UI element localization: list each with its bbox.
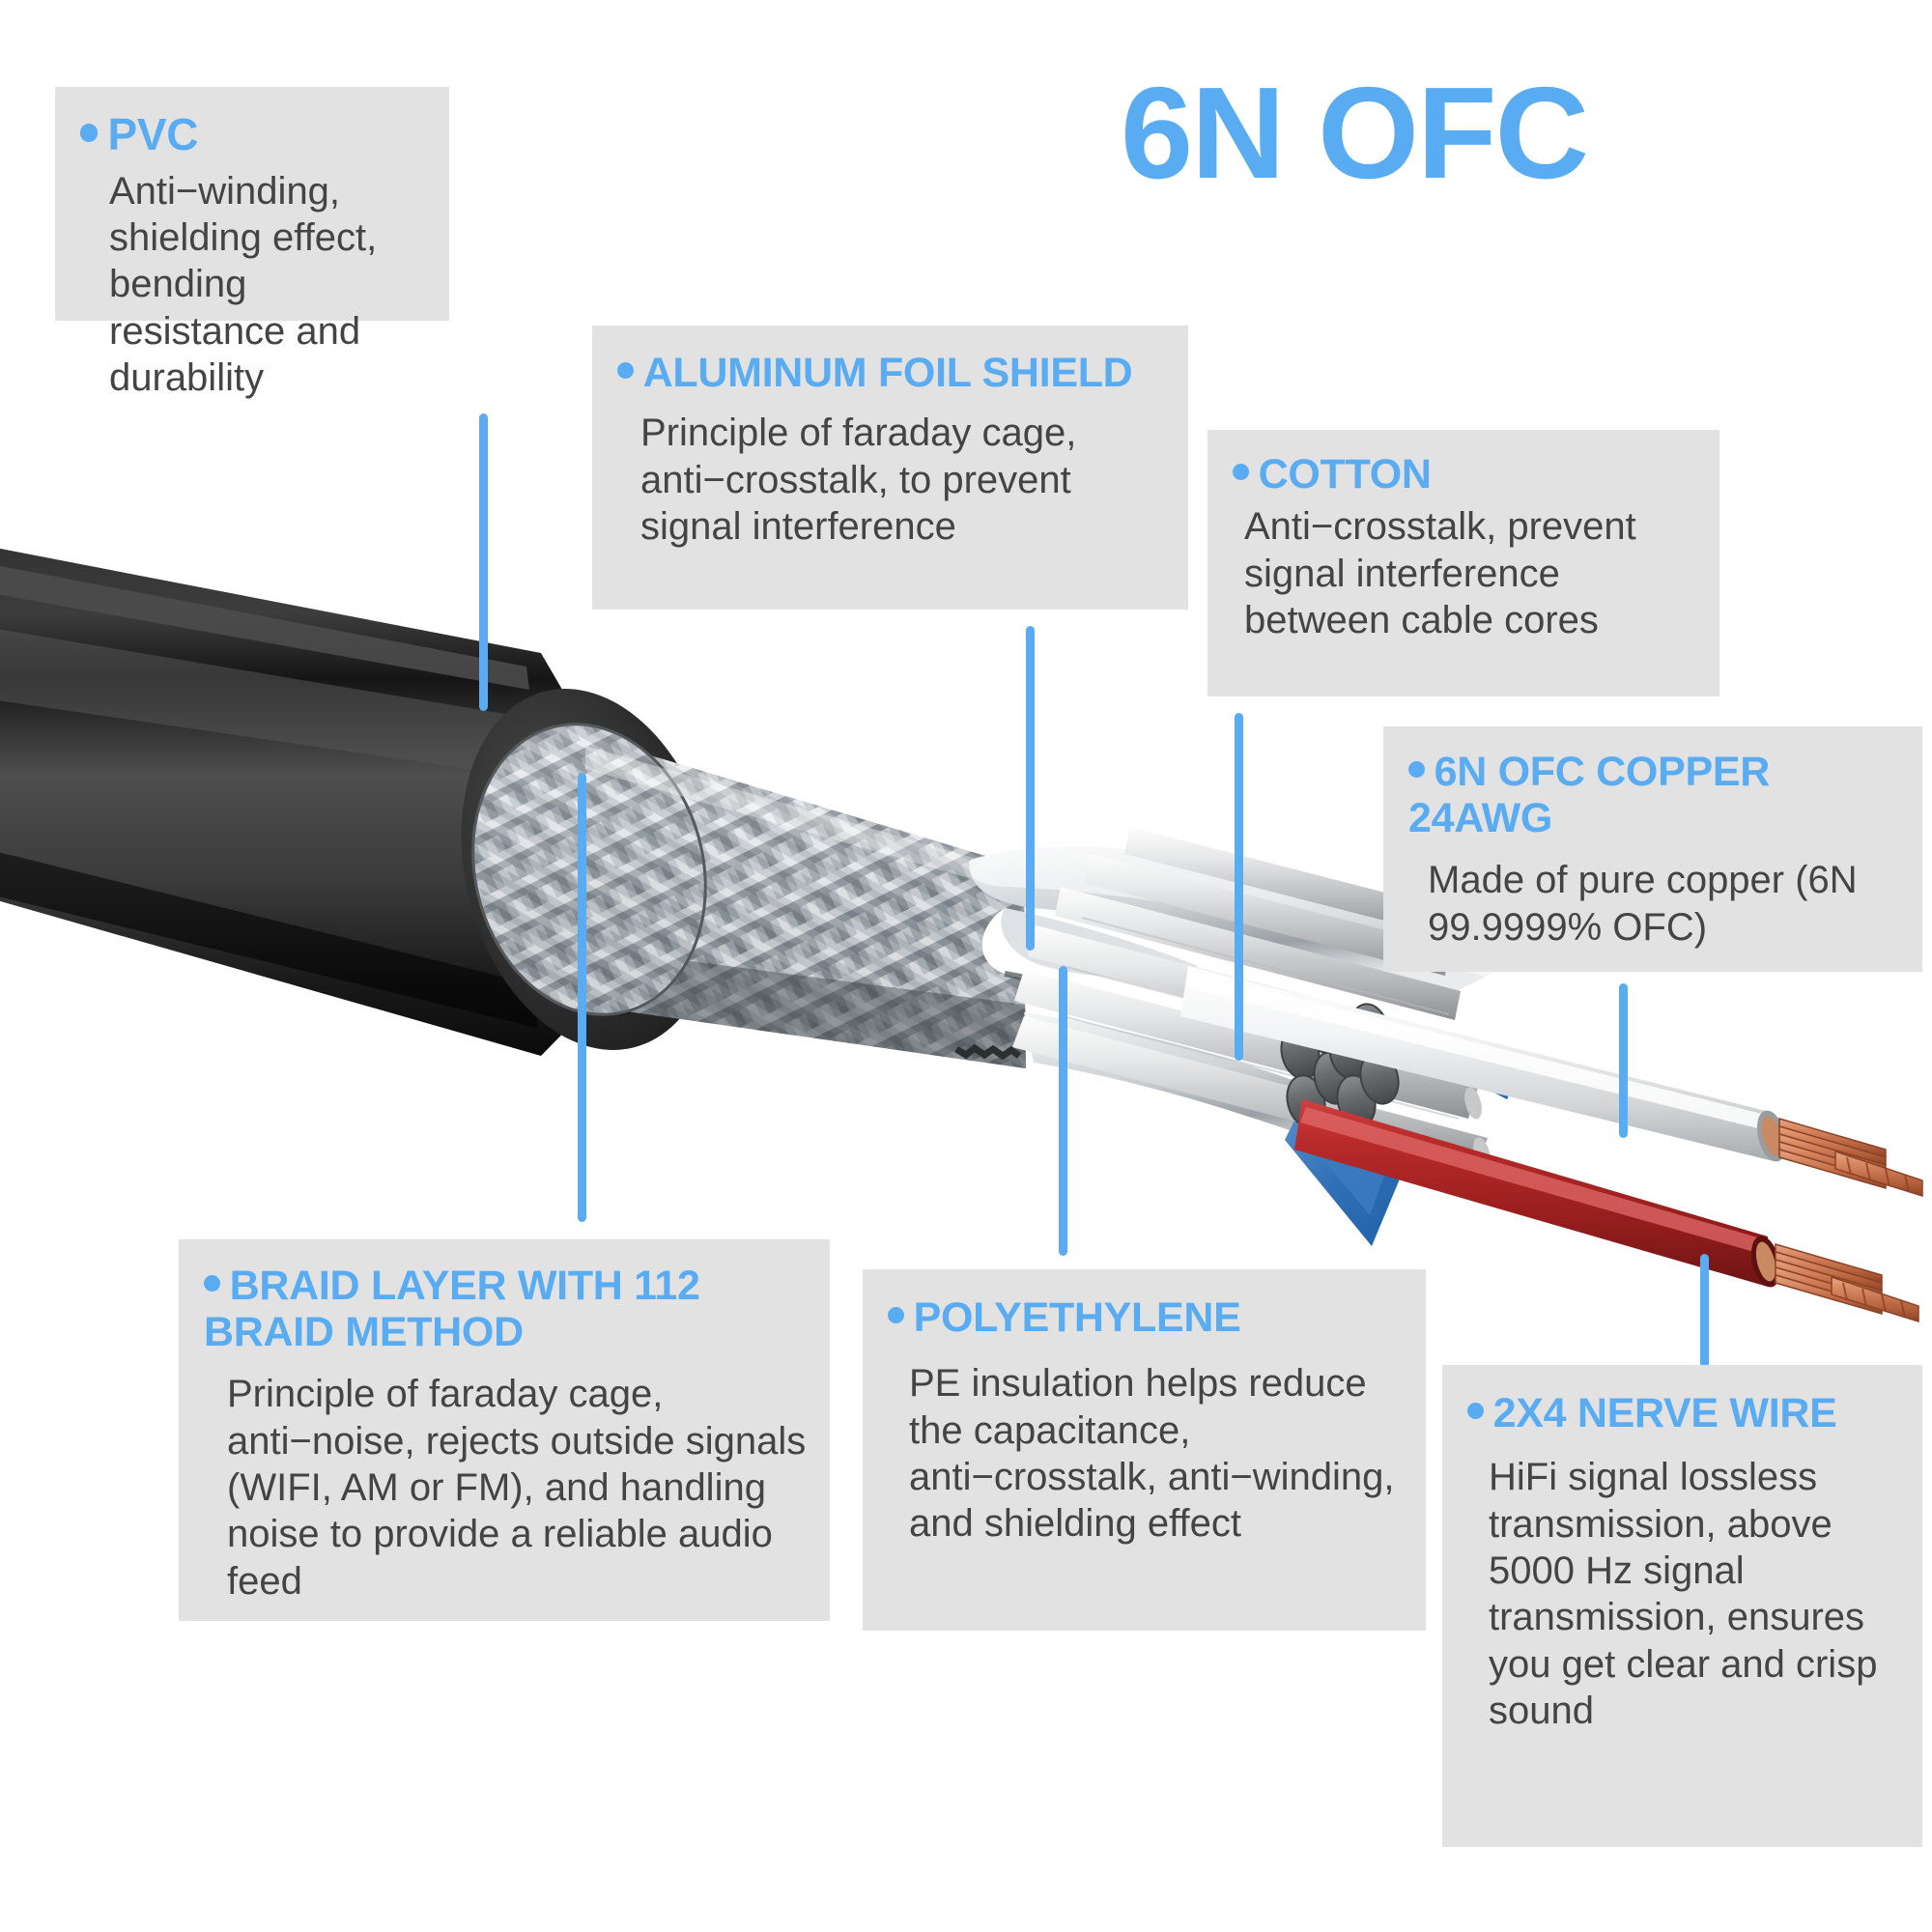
bullet-dot-icon (1467, 1403, 1485, 1420)
callout-braid-layer-body: Principle of faraday cage, anti−noise, r… (227, 1373, 807, 1603)
callout-pvc: PVC Anti−winding, shielding effect, bend… (55, 87, 449, 399)
leader-line-pvc (479, 413, 488, 711)
callout-cotton: COTTON Anti−crosstalk, prevent signal in… (1208, 430, 1719, 696)
callout-nerve-wire: 2X4 NERVE WIRE HiFi signal lossless tran… (1442, 1365, 1922, 1847)
bullet-dot-icon (204, 1275, 221, 1293)
callout-6n-ofc-copper-body: Made of pure copper (6N 99.9999% OFC) (1428, 859, 1858, 949)
red-pe-conductor-illustration (1294, 1099, 1781, 1288)
callout-pvc-heading: PVC (80, 109, 424, 160)
leader-line-nerve (1700, 1254, 1709, 1368)
bullet-dot-icon (617, 362, 635, 380)
leader-line-copper (1619, 983, 1628, 1138)
bullet-dot-icon (888, 1307, 905, 1324)
callout-polyethylene-body: PE insulation helps reduce the capacitan… (909, 1362, 1395, 1546)
callout-polyethylene-heading: POLYETHYLENE (888, 1294, 1408, 1341)
callout-aluminum-foil-shield: ALUMINUM FOIL SHIELD Principle of farada… (592, 326, 1188, 610)
callout-aluminum-foil-shield-body: Principle of faraday cage, anti−crosstal… (640, 412, 1077, 548)
callout-aluminum-foil-shield-heading: ALUMINUM FOIL SHIELD (617, 350, 1165, 396)
callout-braid-layer: BRAID LAYER WITH 112 BRAID METHOD Princi… (179, 1239, 830, 1621)
callout-6n-ofc-copper-heading: 6N OFC COPPER 24AWG (1408, 749, 1770, 842)
bullet-dot-icon (80, 124, 99, 142)
callout-cotton-heading: COTTON (1233, 451, 1698, 497)
bullet-dot-icon (1408, 761, 1426, 779)
leader-line-cotton (1235, 713, 1243, 1061)
callout-nerve-wire-body: HiFi signal lossless transmission, above… (1489, 1456, 1878, 1733)
leader-line-foil (1026, 626, 1035, 951)
leader-line-poly (1059, 966, 1067, 1256)
copper-conductor-upper-illustration (1778, 1118, 1923, 1198)
callout-braid-layer-heading: BRAID LAYER WITH 112 BRAID METHOD (204, 1263, 700, 1356)
callout-6n-ofc-copper: 6N OFC COPPER 24AWG Made of pure copper … (1383, 726, 1922, 972)
callout-nerve-wire-heading: 2X4 NERVE WIRE (1467, 1390, 1907, 1436)
leader-line-braid (578, 773, 586, 1222)
page-title: 6N OFC (1121, 60, 1589, 206)
bullet-dot-icon (1233, 464, 1250, 481)
callout-pvc-body: Anti−winding, shielding effect, bending … (109, 169, 378, 400)
callout-cotton-body: Anti−crosstalk, prevent signal interfere… (1244, 505, 1636, 641)
copper-conductor-lower-illustration (1775, 1243, 1919, 1323)
callout-polyethylene: POLYETHYLENE PE insulation helps reduce … (863, 1269, 1426, 1631)
